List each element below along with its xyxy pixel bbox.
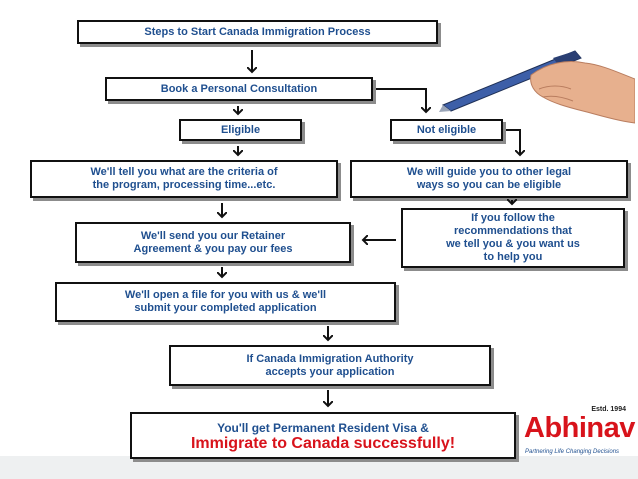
file-box: We'll open a file for you with us & we'l…: [55, 282, 396, 322]
not-eligible-box: Not eligible: [390, 119, 503, 141]
follow-text: If you follow the recommendations that w…: [446, 212, 580, 263]
title-text: Steps to Start Canada Immigration Proces…: [144, 25, 371, 38]
follow-box: If you follow the recommendations that w…: [401, 208, 625, 268]
accepts-box: If Canada Immigration Authority accepts …: [169, 345, 491, 386]
not-eligible-text: Not eligible: [416, 123, 477, 136]
logo-tagline: Partnering Life Changing Decisions: [525, 449, 620, 455]
retainer-box: We'll send you our Retainer Agreement & …: [75, 222, 351, 263]
final-line2: Immigrate to Canada successfully!: [190, 434, 456, 452]
guide-box: We will guide you to other legal ways so…: [350, 160, 628, 198]
consultation-text: Book a Personal Consultation: [160, 82, 318, 95]
eligible-box: Eligible: [179, 119, 302, 141]
file-text: We'll open a file for you with us & we'l…: [124, 289, 327, 314]
retainer-text: We'll send you our Retainer Agreement & …: [133, 229, 293, 255]
title-box: Steps to Start Canada Immigration Proces…: [77, 20, 438, 44]
final-line1: You'll get Permanent Resident Visa &: [217, 420, 429, 435]
guide-text: We will guide you to other legal ways so…: [406, 166, 572, 191]
consultation-box: Book a Personal Consultation: [105, 77, 373, 101]
criteria-box: We'll tell you what are the criteria of …: [30, 160, 338, 198]
eligible-text: Eligible: [220, 123, 261, 136]
accepts-text: If Canada Immigration Authority accepts …: [246, 352, 414, 378]
arrow-consult-to-not-eligible: [376, 88, 426, 112]
hand-icon: [530, 61, 635, 124]
bottom-band: [0, 456, 638, 479]
logo-name: Abhinav: [524, 412, 635, 444]
hand-pen-illustration: [439, 50, 635, 124]
final-box: You'll get Permanent Resident Visa & Imm…: [130, 412, 516, 459]
arrow-not-eligible-to-guide: [506, 129, 520, 155]
logo-estd: Estd. 1994: [591, 406, 626, 413]
criteria-text: We'll tell you what are the criteria of …: [90, 166, 278, 191]
abhinav-logo: Estd. 1994 Abhinav Partnering Life Chang…: [524, 406, 635, 466]
